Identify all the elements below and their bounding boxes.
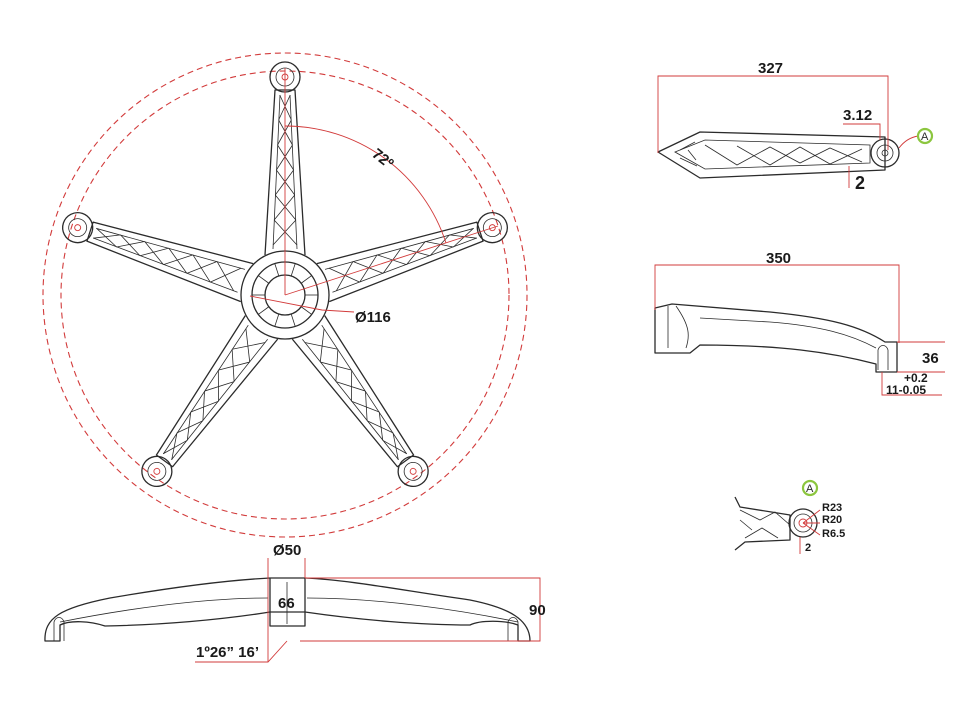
arm-side-length-label: 350 [766,250,791,267]
detail-a-view: A R23 R20 R6.5 2 [734,479,845,554]
arm-length-350-dimension [654,264,900,343]
angle-ray-right [284,225,499,296]
taper-leader [195,640,288,663]
detail-callout-marker [801,479,819,497]
radius-mid-label: R20 [822,514,842,526]
angle-arc [284,125,447,244]
radius-outer-label: R23 [822,502,842,514]
callout-a-label: A [921,131,929,143]
outer-pitch-circle [42,52,528,538]
taper-label: 1º26” 16’ [196,644,259,661]
tolerance-upper-label: +0.2 [904,371,928,385]
callout-a-marker [916,127,934,145]
tolerance-main-label: 11-0.05 [886,383,926,397]
tip-offset-dimension [843,123,881,140]
hub-profile [269,578,306,627]
detail-radius-leaders [802,509,821,536]
arm-3 [291,315,429,488]
tip-drop-label: 2 [855,173,865,193]
height-dimension [300,577,541,642]
angle-label: 72º [369,145,397,172]
hub-height-label: 66 [278,595,295,612]
arm-length-label: 327 [758,60,783,77]
overall-height-label: 90 [529,602,546,619]
arm-side-view: 350 36 +0.2 11-0.05 [654,250,945,397]
star-arms [62,61,508,488]
arm-height-label: 36 [922,350,939,367]
bore-label: Ø50 [273,542,301,559]
detail-callout-label: A [806,483,814,495]
arm-top-view: A 327 3.12 2 [657,60,934,193]
detail-drop-label: 2 [805,542,811,554]
arm-height-dimension [881,341,945,396]
arm-outline [657,131,886,179]
radius-inner-label: R6.5 [822,528,845,540]
arm-5 [62,211,254,303]
detail-arm-edge [734,496,791,551]
tip-offset-label: 3.12 [843,107,872,124]
arm-side-profile [654,303,898,373]
hub-diameter-label: Ø116 [355,309,391,326]
star-base-top-view: 72º Ø116 [42,52,528,538]
hub-diameter-leader [249,295,355,313]
bore-extension-lines [267,558,306,662]
star-base-side-view: Ø50 66 90 1º26” 16’ [44,542,546,663]
arm-length-dimension [657,75,889,153]
arm-4 [141,315,279,488]
